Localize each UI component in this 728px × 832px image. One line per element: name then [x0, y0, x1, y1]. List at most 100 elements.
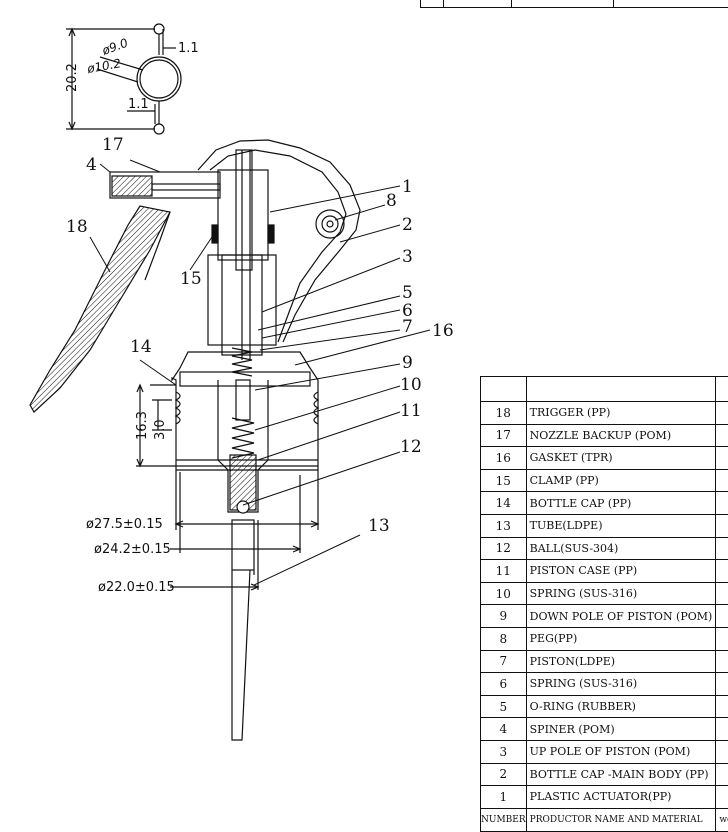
- callout-5: 5: [402, 283, 413, 303]
- callout-18: 18: [66, 217, 88, 237]
- callout-17: 17: [102, 135, 124, 155]
- part-name: BALL(SUS-304): [526, 537, 716, 560]
- part-weight: [716, 718, 728, 741]
- dim-9-0: ø9.0: [99, 36, 130, 59]
- part-name: UP POLE OF PISTON (POM): [526, 740, 716, 763]
- dim-27-5: ø27.5±0.15: [86, 517, 163, 532]
- part-number: 14: [481, 492, 527, 515]
- part-name: NOZZLE BACKUP (POM): [526, 424, 716, 447]
- part-weight: [716, 740, 728, 763]
- part-name: PEG(PP): [526, 627, 716, 650]
- part-name: BOTTLE CAP (PP): [526, 492, 716, 515]
- part-name: GASKET (TPR): [526, 447, 716, 470]
- dim-16-3: 16.3: [135, 411, 150, 440]
- part-weight: [716, 447, 728, 470]
- part-weight: [716, 650, 728, 673]
- part-number: 1: [481, 786, 527, 809]
- part-weight: [716, 469, 728, 492]
- dim-wall-bottom: 1.1: [128, 97, 149, 112]
- part-weight: [716, 537, 728, 560]
- part-name: PISTON(LDPE): [526, 650, 716, 673]
- part-number: 13: [481, 514, 527, 537]
- dim-3-0: 3.0: [153, 419, 168, 440]
- dim-wall-top: 1.1: [178, 41, 199, 56]
- part-name: SPINER (POM): [526, 718, 716, 741]
- callout-9: 9: [402, 353, 413, 373]
- part-weight: [716, 786, 728, 809]
- dim-10-2: ø10.2: [85, 56, 122, 76]
- part-number: 15: [481, 469, 527, 492]
- part-name: SPRING (SUS-316): [526, 673, 716, 696]
- part-name: PLASTIC ACTUATOR(PP): [526, 786, 716, 809]
- part-number: 18: [481, 402, 527, 425]
- part-weight: [716, 763, 728, 786]
- callout-3: 3: [402, 247, 413, 267]
- part-number: 17: [481, 424, 527, 447]
- part-name: SPRING (SUS-316): [526, 582, 716, 605]
- part-number: 10: [481, 582, 527, 605]
- table-row: 12 BALL(SUS-304): [481, 537, 728, 560]
- cap-dimensions: [136, 385, 318, 590]
- callout-4: 4: [86, 155, 97, 175]
- part-number: 4: [481, 718, 527, 741]
- part-weight: [716, 560, 728, 583]
- table-blank-row: [481, 377, 728, 402]
- part-weight: [716, 605, 728, 628]
- callout-11: 11: [400, 401, 422, 421]
- part-number: 12: [481, 537, 527, 560]
- part-number: 3: [481, 740, 527, 763]
- part-name: TRIGGER (PP): [526, 402, 716, 425]
- callout-8: 8: [386, 191, 397, 211]
- dim-20-2: 20.2: [65, 63, 80, 92]
- part-number: 9: [481, 605, 527, 628]
- part-weight: [716, 424, 728, 447]
- part-name: DOWN POLE OF PISTON (POM): [526, 605, 716, 628]
- part-name: PISTON CASE (PP): [526, 560, 716, 583]
- callout-2: 2: [402, 215, 413, 235]
- part-number: 6: [481, 673, 527, 696]
- dim-24-2: ø24.2±0.15: [94, 542, 171, 557]
- part-name: CLAMP (PP): [526, 469, 716, 492]
- part-weight: [716, 492, 728, 515]
- part-weight: [716, 673, 728, 696]
- callout-16: 16: [432, 321, 454, 341]
- part-name: BOTTLE CAP -MAIN BODY (PP): [526, 763, 716, 786]
- part-weight: [716, 582, 728, 605]
- part-weight: [716, 695, 728, 718]
- dim-22-0: ø22.0±0.15: [98, 580, 175, 595]
- callout-14: 14: [130, 337, 152, 357]
- part-number: 5: [481, 695, 527, 718]
- part-weight: [716, 627, 728, 650]
- callout-10: 10: [400, 375, 422, 395]
- part-number: 7: [481, 650, 527, 673]
- callout-15: 15: [180, 269, 202, 289]
- callout-13: 13: [368, 516, 390, 536]
- part-number: 2: [481, 763, 527, 786]
- part-name: TUBE(LDPE): [526, 514, 716, 537]
- part-weight: [716, 514, 728, 537]
- callout-7: 7: [402, 317, 413, 337]
- part-name: O-RING (RUBBER): [526, 695, 716, 718]
- callout-12: 12: [400, 437, 422, 457]
- table-row: 3 UP POLE OF PISTON (POM): [481, 740, 728, 763]
- callout-1: 1: [402, 177, 413, 197]
- part-number: 11: [481, 560, 527, 583]
- part-weight: [716, 402, 728, 425]
- part-number: 8: [481, 627, 527, 650]
